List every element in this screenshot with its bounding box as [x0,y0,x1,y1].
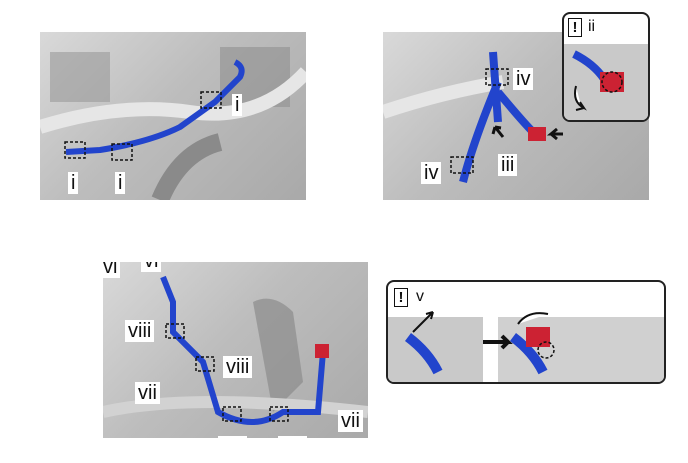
engine-illustration-2 [383,51,563,183]
label-i: i [232,94,243,116]
arrow-icon [546,127,563,141]
label-vii: vii [338,410,363,432]
label-vi: vi [141,262,162,272]
label-vi: vi [103,262,121,278]
label-viii: viii [218,436,248,438]
arrow-icon [491,125,505,138]
label-i: i [115,172,126,194]
arrow-icon [483,334,513,350]
connector-detail [564,44,648,120]
label-i: i [68,172,79,194]
connector [315,344,329,358]
label-viii: viii [278,436,308,438]
label-viii: viii [223,356,253,378]
clamp-marker [450,156,474,174]
connector-detail [388,311,664,382]
caution-icon: ! [568,18,582,37]
label-iii: iii [498,154,518,176]
label-iv: iv [513,68,534,90]
inset-label-ii: ii [588,18,596,35]
clamp-marker [64,141,86,159]
caution-icon: ! [394,288,408,307]
rotate-arrow-icon [574,85,587,111]
connector [528,127,546,141]
rotate-arrow-icon [517,312,549,325]
engine-illustration-3 [103,275,368,425]
clamp-marker [200,91,222,109]
detail-inset-3: ! v [386,280,666,384]
clamp-marker [222,406,242,422]
arrow-icon [412,311,434,333]
clamp-marker [195,356,215,372]
detail-inset-2: ! ii [562,12,650,122]
clamp-marker [269,406,289,422]
label-viii: viii [125,320,155,342]
label-vii: vii [135,382,160,404]
inset-label-v: v [416,288,424,305]
clamp-marker [485,68,509,86]
clamp-marker [165,323,185,339]
engine-illustration-1 [40,47,306,200]
illustration-panel-1: i i i [40,32,306,200]
wire-harness [65,59,245,155]
label-iv: iv [421,162,442,184]
illustration-panel-3: vi vi viii viii vii viii viii vii [103,262,368,438]
clamp-marker [111,143,133,161]
